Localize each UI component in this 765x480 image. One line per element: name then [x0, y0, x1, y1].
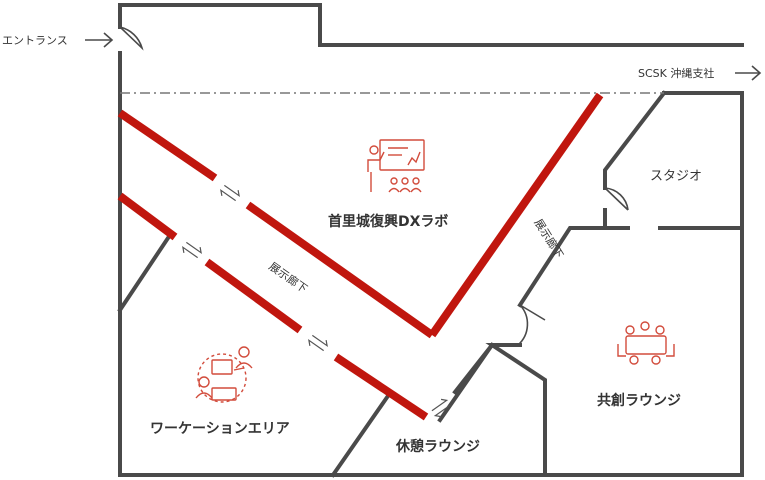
corridor-label-lower: 展示廊下	[266, 259, 310, 296]
entrance-door	[119, 26, 144, 51]
outer-wall-main	[118, 3, 744, 47]
studio-label: スタジオ	[650, 169, 702, 184]
meeting-table-icon	[617, 321, 675, 365]
office-arrow-head	[751, 65, 762, 81]
exhibition-corridor	[117, 92, 604, 421]
office-label: SCSK 沖縄支社	[638, 66, 714, 80]
studio-wall-lower	[603, 208, 630, 230]
corridor-lower-b	[204, 258, 303, 334]
corridor-upper-left	[117, 109, 218, 182]
lounge-upper-wall	[517, 226, 607, 308]
corridor-lower-c	[333, 353, 429, 421]
rest-lounge-divider	[330, 390, 393, 478]
doors	[119, 26, 629, 346]
entrance-arrow-head	[103, 32, 114, 48]
arrows-icon-1	[220, 184, 240, 202]
corridor-lower-a	[117, 192, 178, 241]
entrance-label: エントランス	[2, 34, 68, 47]
lab-label: 首里城復興DXラボ	[328, 213, 448, 230]
corridor-upper-right	[245, 201, 435, 339]
arrows-icon-3	[308, 334, 328, 352]
work-area-label: ワーケーションエリア	[150, 421, 290, 437]
outer-wall-left	[118, 51, 744, 477]
teamwork-icon	[195, 346, 253, 403]
rest-lounge-label: 休憩ラウンジ	[395, 438, 480, 455]
office-arrow	[735, 65, 762, 81]
shared-lounge-label: 共創ラウンジ	[597, 392, 681, 409]
arrows-icon-2	[182, 241, 202, 259]
corridor-diagonal	[428, 92, 604, 338]
lounge-wall-left	[485, 343, 547, 477]
walls	[117, 3, 744, 478]
arrows-icon-4	[431, 398, 451, 418]
entrance-arrow	[85, 32, 114, 48]
studio-wall	[603, 90, 667, 190]
bidirectional-arrows-icon	[182, 184, 451, 418]
studio-door	[604, 187, 629, 211]
corridor-wall-right	[437, 342, 495, 423]
work-area-wall	[117, 235, 171, 313]
presentation-icon	[367, 139, 425, 193]
lounge-door	[517, 304, 546, 346]
